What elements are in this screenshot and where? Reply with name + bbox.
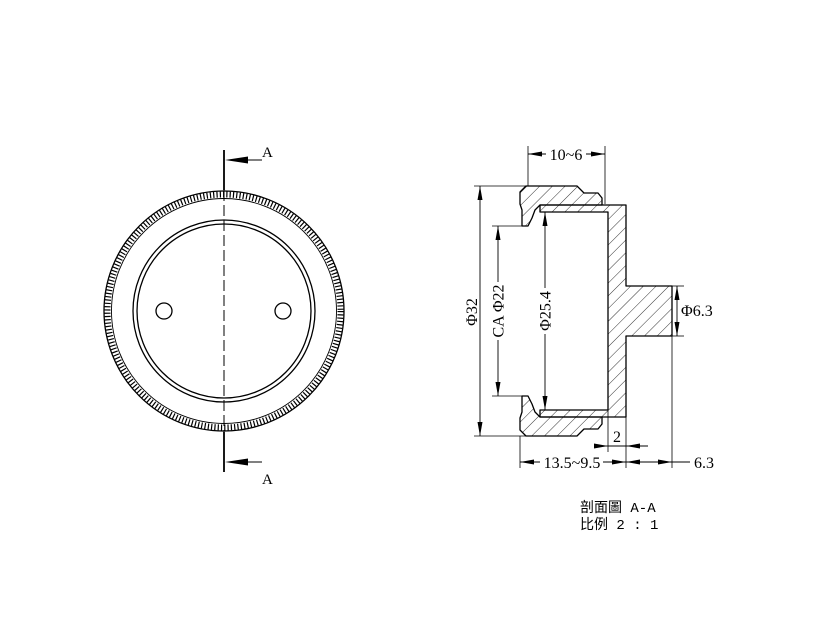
dimension-length-top: 10~6 <box>528 147 605 164</box>
dim-text-inner-diameter: Φ25.4 <box>538 291 555 331</box>
front-view: A A <box>103 145 345 488</box>
section-arrow-top-head <box>225 156 248 164</box>
dimension-clear-aperture: CA Φ22 <box>491 226 508 396</box>
dimension-boss-diameter: Φ6.3 <box>674 286 713 336</box>
mounting-hole-right <box>274 302 292 320</box>
outer-ring-section-bottom <box>519 395 603 437</box>
outer-ring-section-top <box>519 185 603 227</box>
dimension-length-bottom: 13.5~9.5 <box>520 455 626 472</box>
dim-text-length-bottom: 13.5~9.5 <box>544 455 601 472</box>
cup-plate-with-boss-section <box>539 204 673 418</box>
title-block: 剖面圖 A-A 比例 2 : 1 <box>580 500 658 534</box>
section-label-top: A <box>262 145 273 161</box>
dimension-boss-length: 6.3 <box>626 455 714 472</box>
mounting-hole-left <box>155 302 173 320</box>
dim-text-length-top: 10~6 <box>550 147 583 164</box>
section-arrow-bottom <box>225 458 262 466</box>
dim-text-clear-aperture: CA Φ22 <box>491 284 508 337</box>
section-arrow-top <box>225 156 262 164</box>
section-view: 10~6 Φ32 CA Φ22 Φ25.4 Φ6.3 <box>464 146 714 472</box>
dim-text-boss-length: 6.3 <box>694 455 714 472</box>
section-title: 剖面圖 A-A <box>580 500 656 517</box>
section-label-bottom: A <box>262 472 273 488</box>
dimension-inner-diameter: Φ25.4 <box>538 212 555 410</box>
dim-text-plate-thickness: 2 <box>613 429 621 446</box>
section-arrow-bottom-head <box>225 458 248 466</box>
dimension-outer-diameter: Φ32 <box>464 186 483 436</box>
dim-text-boss-diameter: Φ6.3 <box>681 303 713 320</box>
scale-label: 比例 2 : 1 <box>580 517 658 534</box>
dim-text-outer-diameter: Φ32 <box>464 298 481 326</box>
dimension-plate-thickness: 2 <box>594 429 648 449</box>
